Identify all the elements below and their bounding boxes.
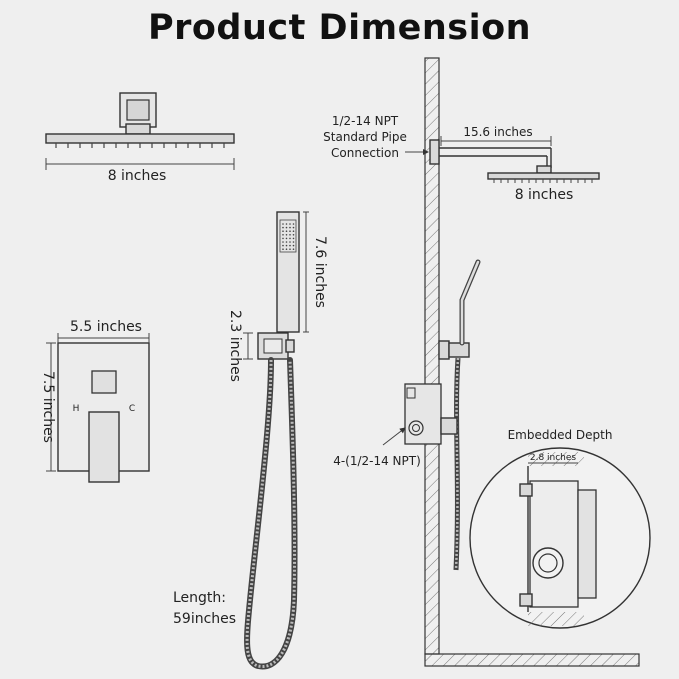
holder-height-label: 2.3 inches	[227, 310, 243, 382]
wall-handheld-assembly	[438, 259, 481, 571]
head-width-label: 8 inches	[108, 168, 167, 184]
rain-shower-head-side	[487, 172, 600, 183]
valve-height-label: 7.5 inches	[40, 371, 56, 443]
pipe-label-line1: 1/2-14 NPT	[332, 114, 399, 128]
shower-arm	[429, 139, 552, 174]
valve-body-in-wall	[404, 383, 458, 445]
arm-length-label: 15.6 inches	[463, 125, 532, 139]
handheld-holder	[257, 332, 295, 360]
hose-length-label-line2: 59inches	[173, 611, 236, 627]
page-title: Product Dimension	[147, 8, 532, 48]
valve-height-dimension: 7.5 inches	[40, 342, 56, 472]
valve-cold-label: C	[129, 404, 135, 414]
pipe-label-line2: Standard Pipe	[323, 130, 407, 144]
embedded-depth-detail	[469, 447, 651, 629]
hose-length-label-line1: Length:	[173, 590, 226, 606]
head-width-dimension: 8 inches	[45, 158, 235, 184]
side-head-width-label: 8 inches	[515, 187, 574, 203]
valve-width-dimension: 5.5 inches	[57, 319, 150, 343]
pipe-label-line3: Connection	[331, 146, 399, 160]
handheld-length-dimension: 7.6 inches	[303, 211, 328, 333]
valve-hot-label: H	[73, 404, 80, 414]
embedded-depth-title: Embedded Depth	[508, 428, 613, 442]
handheld-shower	[276, 211, 300, 333]
rain-shower-head-front	[45, 92, 235, 148]
ports-callout: 4-(1/2-14 NPT)	[333, 427, 421, 468]
valve-width-label: 5.5 inches	[70, 319, 142, 335]
pipe-connection-callout: 1/2-14 NPT Standard Pipe Connection	[323, 114, 429, 160]
holder-height-dimension: 2.3 inches	[227, 310, 253, 382]
arm-length-dimension: 15.6 inches	[440, 125, 552, 146]
ports-label: 4-(1/2-14 NPT)	[333, 454, 421, 468]
embedded-depth-label: 2.8 inches	[530, 453, 577, 463]
wall-section	[424, 57, 640, 667]
valve-trim-plate: H C	[57, 342, 150, 483]
handheld-length-label: 7.6 inches	[312, 236, 328, 308]
shower-hose	[244, 357, 298, 670]
